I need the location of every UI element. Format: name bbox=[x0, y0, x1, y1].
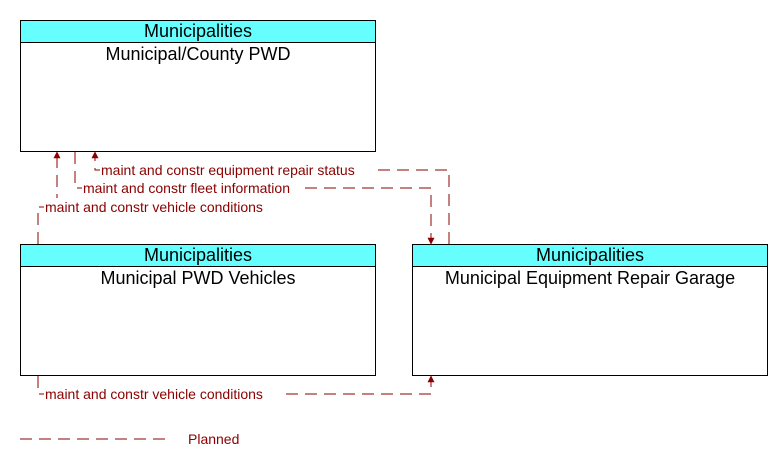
label-background bbox=[44, 385, 280, 402]
label-background bbox=[82, 179, 304, 196]
flow-vehicle-conditions-to-garage[interactable]: maint and constr vehicle conditions bbox=[37, 375, 435, 402]
flow-label: maint and constr vehicle conditions bbox=[45, 199, 263, 215]
node-municipal-county-pwd[interactable]: Municipalities Municipal/County PWD bbox=[20, 20, 376, 152]
node-title: Municipal PWD Vehicles bbox=[100, 268, 296, 288]
flow-equipment-repair-status[interactable]: maint and constr equipment repair status bbox=[91, 151, 450, 244]
legend: Planned bbox=[20, 431, 239, 447]
node-category-header: Municipalities bbox=[413, 245, 767, 267]
flow-label: maint and constr fleet information bbox=[83, 180, 290, 196]
node-title: Municipal Equipment Repair Garage bbox=[444, 268, 736, 288]
flow-label: maint and constr vehicle conditions bbox=[45, 386, 263, 402]
flow-fleet-information[interactable]: maint and constr fleet information bbox=[74, 152, 435, 245]
flow-vehicle-conditions-to-pwd[interactable]: maint and constr vehicle conditions bbox=[37, 151, 280, 244]
label-background bbox=[44, 198, 280, 215]
label-background bbox=[100, 161, 372, 178]
node-municipal-equipment-repair-garage[interactable]: Municipalities Municipal Equipment Repai… bbox=[412, 244, 768, 376]
node-category-header: Municipalities bbox=[21, 245, 375, 267]
node-category-header: Municipalities bbox=[21, 21, 375, 43]
flow-label: maint and constr equipment repair status bbox=[101, 162, 355, 178]
node-title: Municipal/County PWD bbox=[105, 44, 291, 64]
node-municipal-pwd-vehicles[interactable]: Municipalities Municipal PWD Vehicles bbox=[20, 244, 376, 376]
legend-planned-label: Planned bbox=[188, 431, 239, 447]
